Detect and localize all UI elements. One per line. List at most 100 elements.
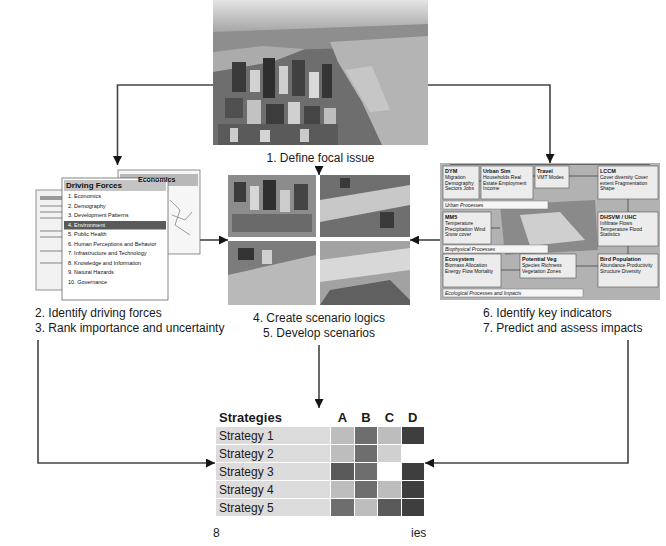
scenario-photos-part <box>380 212 394 228</box>
table-header-cell: Strategies <box>216 409 331 427</box>
document-text: 2. Demography <box>68 203 164 209</box>
strategy-table: Strategies ABCD Strategy 1Strategy 2 Strate… <box>215 408 425 517</box>
document-text: 6. Human Perceptions and Behavior <box>68 241 164 247</box>
flow-arrow <box>428 85 550 163</box>
step-label: 6. Identify key indicators <box>483 306 660 321</box>
document-text: 5. Public Health <box>68 231 164 237</box>
model-diagram-part <box>598 254 658 287</box>
row-label: Strategy 4 <box>219 483 274 497</box>
row-label: Strategy 3 <box>219 465 274 479</box>
aerial-photo-part <box>230 128 238 142</box>
caption-fragment: ies <box>411 527 451 540</box>
flow-arrow <box>38 340 215 463</box>
scenario-photos-part <box>320 280 410 305</box>
step-label: 3. Rank importance and uncertainty <box>35 321 235 336</box>
model-label: Temperature Precipitation Wind Snow cove… <box>445 221 489 238</box>
table-row: Strategies ABCD <box>216 409 425 427</box>
rating-cell <box>401 445 424 463</box>
scenario-photos-part <box>294 184 308 210</box>
scenario-photos-part <box>340 178 350 188</box>
model-label: Abundance Productivity Structure Diversi… <box>600 263 656 274</box>
table-header-cell: C <box>378 409 401 427</box>
aerial-photo-part <box>218 124 338 145</box>
flow-arrow <box>118 85 214 165</box>
step-caption: 1. Define focal issue <box>213 151 428 166</box>
aerial-photo-part <box>250 70 260 92</box>
strategy-table-box: Strategies ABCD Strategy 1Strategy 2 Strate… <box>215 408 425 517</box>
model-diagram-part <box>481 166 533 199</box>
model-diagram-part <box>598 212 658 246</box>
rating-cell <box>401 499 424 517</box>
scenario-photos-part <box>262 250 272 264</box>
model-label: VMT Modes <box>537 175 567 181</box>
header-text: D <box>408 410 417 425</box>
rating-cell <box>331 445 354 463</box>
step-label: 2. Identify driving forces <box>35 306 235 321</box>
step-caption: 2. Identify driving forces3. Rank import… <box>30 306 235 336</box>
step-label: 7. Predict and assess impacts <box>483 321 660 336</box>
model-diagram-part <box>440 163 660 300</box>
model-label: Potential Veg <box>522 256 574 262</box>
scenario-photos-part <box>320 185 410 222</box>
scenario-photos-part <box>228 175 316 237</box>
scenario-photos <box>228 175 410 305</box>
rating-cell <box>401 427 424 445</box>
aerial-photo-part <box>322 64 332 98</box>
scenario-photos-part <box>228 241 316 305</box>
table-header-cell: D <box>401 409 424 427</box>
header-text: A <box>338 410 347 425</box>
scenario-photos-part <box>234 182 246 202</box>
scenario-photos-part <box>263 180 276 210</box>
rating-cell <box>378 427 401 445</box>
model-label: Ecosystem <box>445 256 499 262</box>
model-diagram-part <box>520 212 585 246</box>
table-row: Strategy 2 <box>216 445 425 463</box>
model-label: Migration Demography Sectors Jobs <box>445 175 479 192</box>
rating-cell <box>354 445 377 463</box>
document-text: 1. Economics <box>68 193 164 199</box>
aerial-photo-part <box>309 72 319 98</box>
aerial-photo-part <box>213 0 428 145</box>
step-label: 4. Create scenario logics <box>228 311 410 326</box>
rating-cell <box>401 481 424 499</box>
rating-cell <box>331 481 354 499</box>
picture-frame <box>228 175 410 305</box>
aerial-photo-part <box>266 104 284 126</box>
row-label-cell: Strategy 3 <box>216 463 331 481</box>
model-diagram-part <box>520 254 576 278</box>
caption-fragment: 8 <box>213 527 233 540</box>
rating-cell <box>378 481 401 499</box>
aerial-photo-part <box>225 98 243 118</box>
stage-figure: 4. Create scenario logics5. Develop scen… <box>228 175 410 341</box>
table-row: Strategy 5 <box>216 499 425 517</box>
rating-cell <box>378 463 401 481</box>
header-text: C <box>385 410 394 425</box>
model-label: Cover diversity Cover extent Fragmentati… <box>600 175 656 192</box>
document-text: 7. Infrastructure and Technology <box>68 250 164 256</box>
aerial-photo-part <box>213 46 305 72</box>
model-label: Urban Sim <box>483 168 531 174</box>
model-label: Households Real Estate Employment Income <box>483 175 531 192</box>
model-diagram-part <box>443 201 548 209</box>
model-diagram-part <box>450 164 650 165</box>
aerial-photo-part <box>263 58 275 98</box>
row-label-cell: Strategy 2 <box>216 445 331 463</box>
rating-cell <box>354 427 377 445</box>
scenario-photos-part <box>238 248 254 260</box>
picture-frame <box>213 0 428 145</box>
aerial-photo-part <box>247 100 261 128</box>
model-label: Urban Processes <box>445 203 545 209</box>
table-row: Strategy 1 <box>216 427 425 445</box>
aerial-photo <box>213 0 428 145</box>
model-diagram-part <box>598 166 658 199</box>
model-diagram <box>440 163 660 300</box>
model-diagram-part <box>443 289 583 297</box>
header-text: B <box>361 410 370 425</box>
model-label: Ecological Processes and Impacts <box>445 291 581 297</box>
document-text: 10. Governance <box>68 279 164 285</box>
scenario-photos-part <box>320 175 410 237</box>
document-text: 3. Development Patterns <box>68 212 164 218</box>
model-label: DYM <box>445 168 477 174</box>
model-diagram-part <box>443 212 491 244</box>
